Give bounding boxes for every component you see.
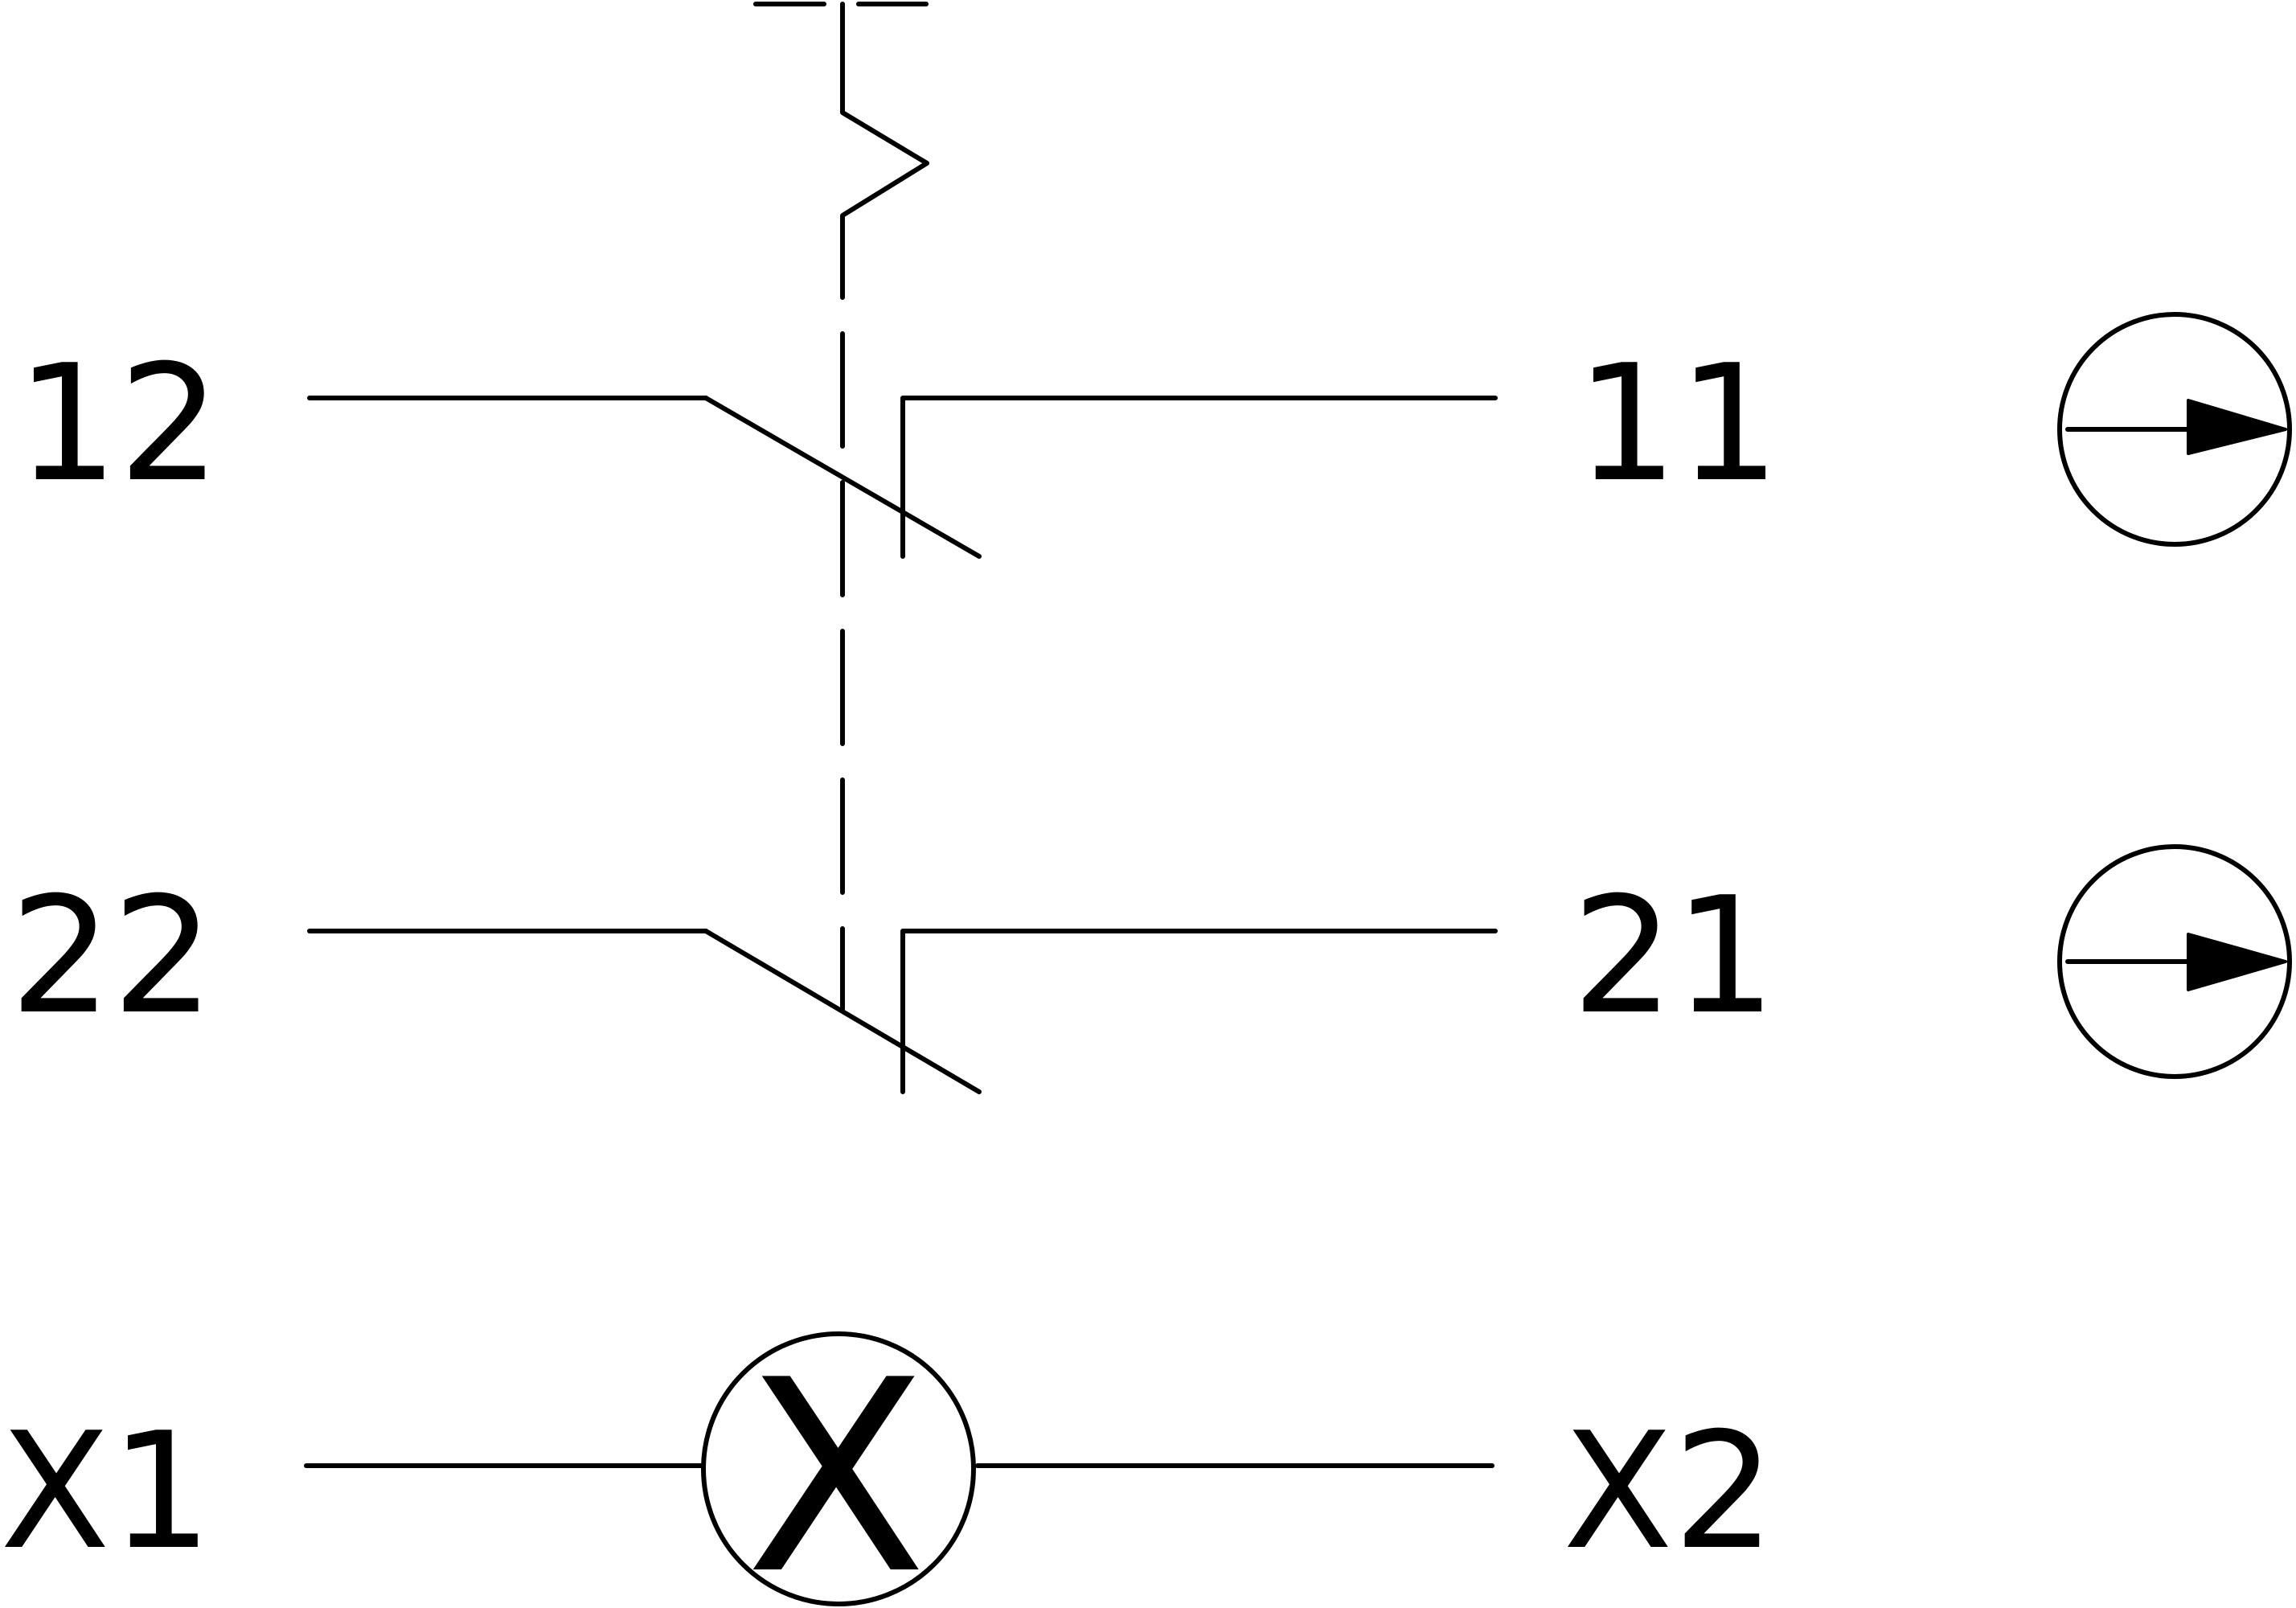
terminal-label-11: 11	[1576, 330, 1781, 518]
lamp-symbol: X	[745, 1323, 927, 1608]
lamp-circuit: X	[304, 1323, 1494, 1608]
terminal-label-21: 21	[1572, 863, 1777, 1050]
direction-arrow-circle-icon	[2057, 312, 2292, 547]
contact-1-right-wire	[900, 396, 1498, 559]
terminal-label-x1: X1	[0, 1398, 212, 1585]
terminal-label-12: 12	[16, 330, 221, 518]
contact-2-right-wire	[900, 929, 1498, 1094]
terminal-label-x2: X2	[1563, 1398, 1775, 1585]
terminal-label-22: 22	[10, 863, 215, 1050]
contact-2-blade	[703, 929, 982, 1094]
contact-1-blade	[703, 396, 982, 559]
contact-1	[307, 396, 1498, 559]
direction-arrow-circle-icon	[2057, 844, 2292, 1079]
indicator-lamp-icon: X	[701, 1323, 976, 1608]
push-button-actuator-icon	[753, 2, 929, 300]
contact-2	[307, 929, 1498, 1094]
